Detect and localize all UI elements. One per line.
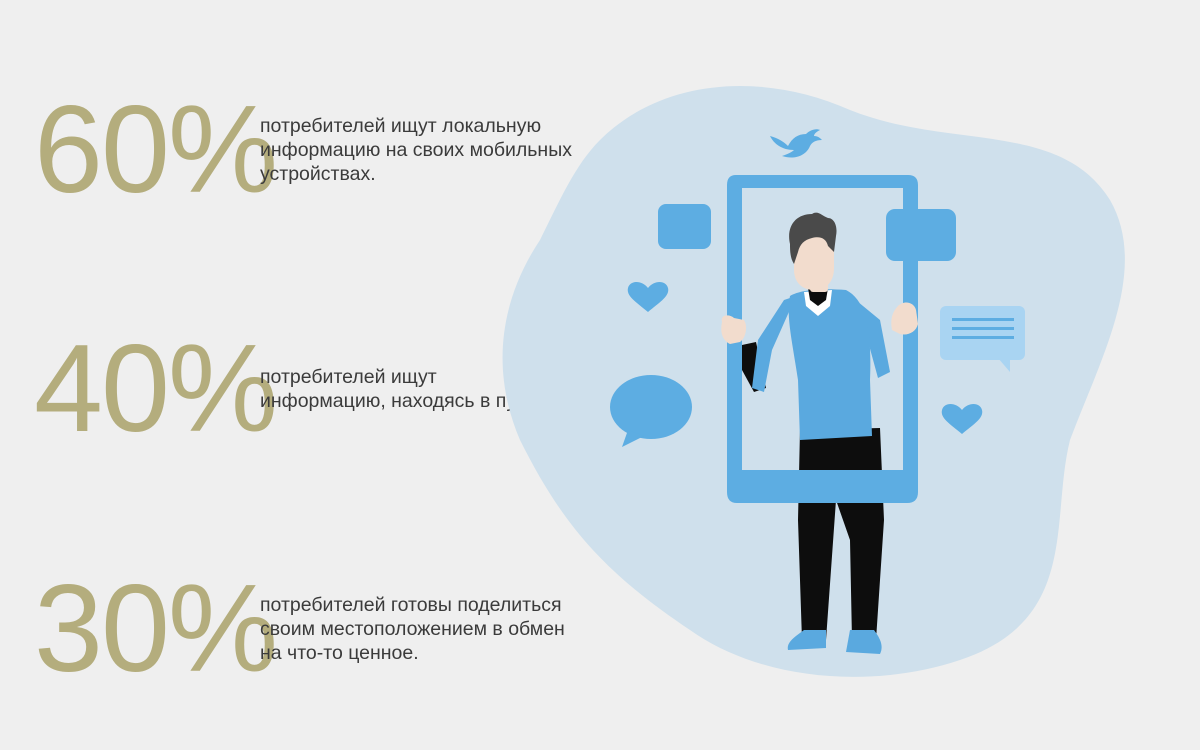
- heart-icon: [941, 404, 983, 434]
- stat-value: 60%: [34, 81, 278, 219]
- speech-bubble-icon: [610, 375, 692, 447]
- twitter-bird-icon: [770, 129, 822, 158]
- message-text-icon: [940, 306, 1025, 372]
- stat-value: 40%: [34, 320, 278, 458]
- stat-block-40: 40% потребителей ищут информацию, находя…: [34, 327, 536, 451]
- stat-description: потребителей готовы поделиться своим мес…: [260, 594, 565, 664]
- heart-icon: [627, 282, 669, 312]
- chat-bubble-icon: [658, 204, 711, 249]
- stat-value: 30%: [34, 560, 278, 698]
- stat-description: потребителей ищут информацию, находясь в…: [260, 366, 536, 412]
- stat-description: потребителей ищут локальную информацию н…: [260, 115, 572, 185]
- person-upper-body: [721, 212, 918, 440]
- stat-block-30: 30% потребителей готовы поделиться своим…: [34, 567, 565, 691]
- chat-bubble-icon: [886, 209, 956, 261]
- phone-frame-icon: [727, 175, 918, 503]
- stat-block-60: 60% потребителей ищут локальную информац…: [34, 88, 572, 212]
